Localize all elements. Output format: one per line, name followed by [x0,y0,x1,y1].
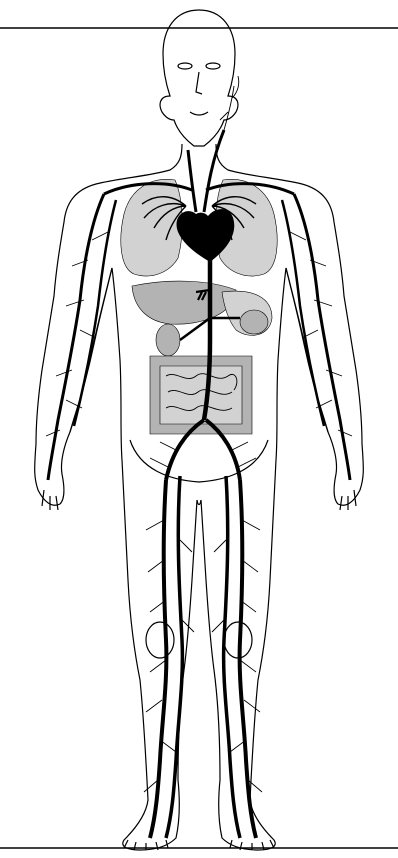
left-kidney [156,324,180,356]
right-arm-vein [282,200,324,426]
left-knee [146,622,174,658]
right-femoral-vein [224,476,240,838]
nose [196,72,202,94]
right-eye [206,63,220,69]
left-leg-branches [144,520,194,792]
left-eye [178,63,192,69]
left-arm-branches [46,232,108,436]
left-arm-vein [74,200,116,426]
pelvic-branches [150,442,256,468]
left-lung [121,179,182,276]
organs [121,179,277,434]
right-arm-branches [290,232,352,436]
left-femoral-vein [166,476,182,838]
mouth [190,112,208,115]
left-carotid-artery [188,150,196,212]
right-kidney [240,310,268,334]
crotch-outline [197,500,201,505]
head-outline [160,10,238,146]
pelvis-outline [130,440,268,482]
